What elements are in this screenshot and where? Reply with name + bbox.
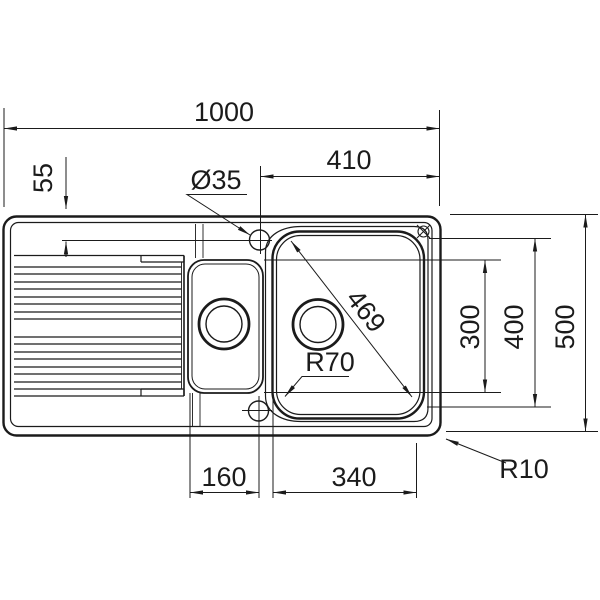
main-bowl-drain-inner — [299, 305, 337, 344]
small-bowl-drain-outer — [197, 297, 251, 351]
dim-overall-width-label: 1000 — [194, 97, 254, 127]
dim-overall-depth: 500 — [446, 214, 598, 432]
dim-bowl-corner-radius-label: R70 — [305, 347, 355, 377]
dim-tap-diameter-label: Ø35 — [190, 165, 241, 195]
dim-tap-offset-top: 55 — [28, 157, 272, 257]
dim-main-bowl-depth: 400 — [427, 238, 551, 408]
dim-outer-corner-radius: R10 — [445, 438, 549, 484]
dim-bowl-corner-radius-leader — [284, 376, 349, 397]
dim-main-bowl-width: 340 — [272, 398, 417, 498]
dim-outer-corner-radius-leader — [445, 438, 507, 464]
small-bowl-inner — [191, 263, 260, 390]
fixing-screw-cross — [416, 224, 431, 239]
fixing-screw-detail — [416, 224, 431, 239]
dim-main-bowl-depth-extensions — [427, 238, 551, 408]
dim-main-bowl-width-extensions — [272, 398, 417, 498]
dim-small-bowl-depth: 300 — [264, 259, 501, 393]
dim-overall-width: 1000 — [3, 97, 440, 207]
drainboard — [14, 224, 204, 427]
dim-small-bowl-width-extensions — [189, 393, 260, 498]
dim-main-bowl-depth-label: 400 — [499, 304, 529, 349]
dim-bowl-diagonal-line — [290, 240, 413, 398]
dim-outer-corner-radius-label: R10 — [499, 454, 549, 484]
dim-bowl-corner-radius: R70 — [284, 347, 355, 397]
main-bowl-inner — [275, 234, 421, 416]
small-bowl-outer — [187, 259, 264, 394]
dim-overall-depth-extensions — [446, 214, 598, 432]
drainboard-deck-edge-top — [14, 254, 185, 263]
dim-small-bowl-depth-extensions — [264, 259, 501, 393]
sink-inner-rim — [9, 221, 433, 428]
dimension-annotations: 1000 410 55 Ø35 469 R70 300 — [3, 97, 598, 498]
fixing-screw-circle — [417, 225, 430, 238]
main-bowl-flange — [264, 225, 429, 423]
small-bowl — [187, 259, 264, 394]
drainboard-deck-edge-bottom — [14, 388, 185, 397]
drainboard-ridges — [14, 266, 182, 390]
dim-small-bowl-width-label: 160 — [201, 462, 246, 492]
dim-tap-diameter: Ø35 — [185, 165, 251, 236]
dim-main-bowl-width-label: 340 — [331, 462, 376, 492]
dim-overall-width-extensions — [3, 108, 440, 207]
dim-tap-offset-top-label: 55 — [28, 163, 58, 193]
dim-tap-to-right-edge: 410 — [260, 145, 440, 254]
small-bowl-drain-inner — [205, 305, 243, 343]
dim-overall-depth-label: 500 — [550, 304, 580, 349]
dim-small-bowl-depth-label: 300 — [455, 304, 485, 349]
dim-small-bowl-width: 160 — [189, 393, 260, 498]
dim-tap-to-right-edge-label: 410 — [326, 145, 371, 175]
dim-bowl-diagonal-label: 469 — [340, 284, 391, 338]
main-bowl-outer — [271, 230, 426, 420]
dim-tap-diameter-leader — [185, 194, 251, 236]
